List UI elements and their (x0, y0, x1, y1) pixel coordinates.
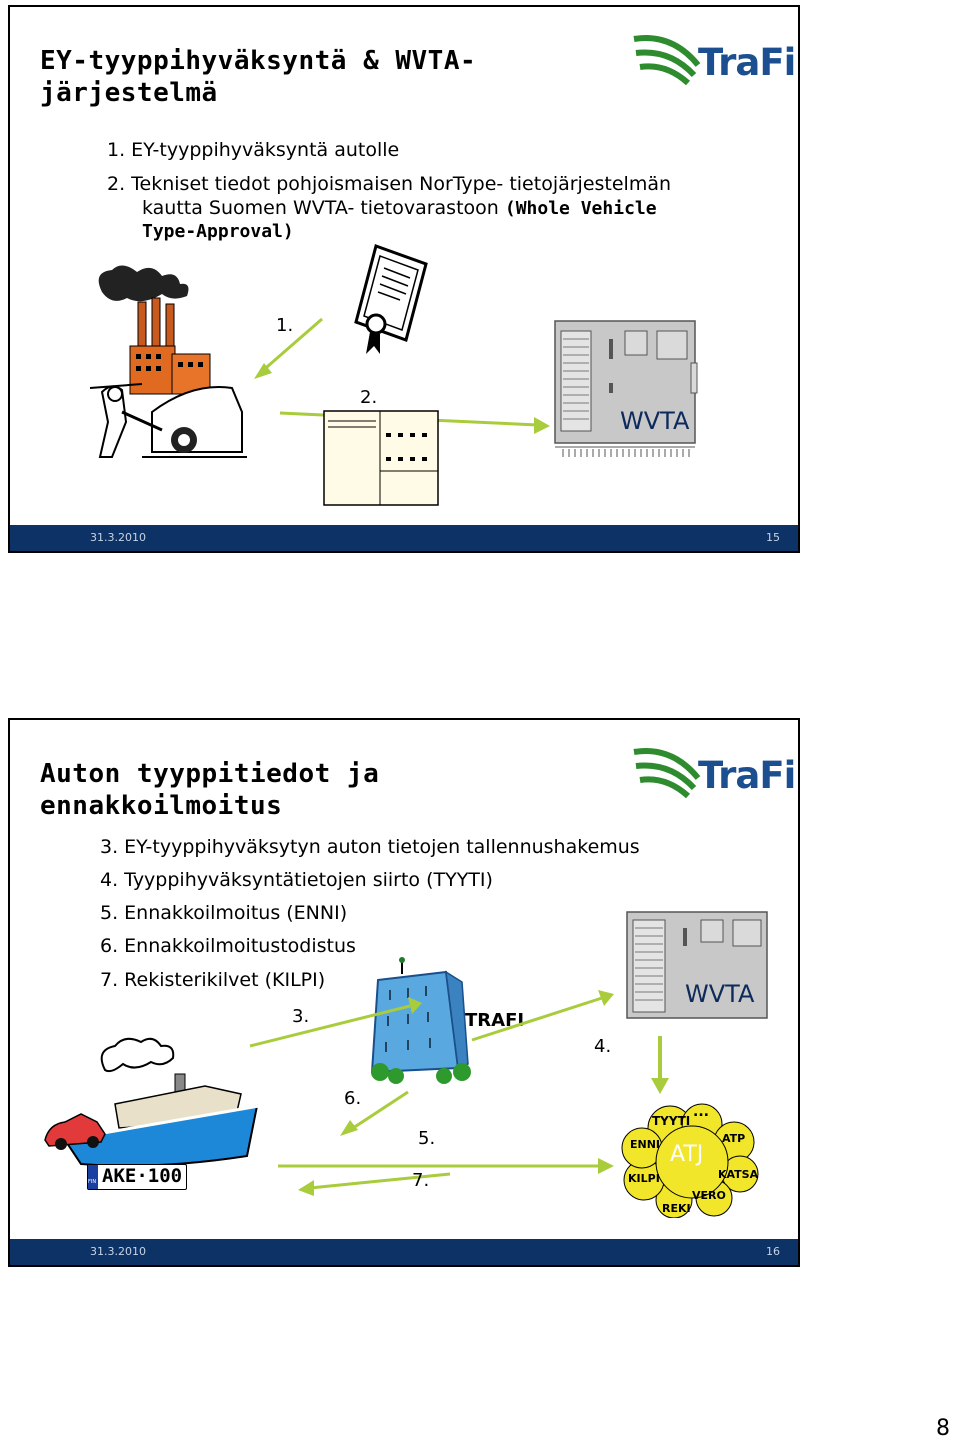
arrow-5-head (598, 1158, 614, 1174)
cloud-petals (621, 1103, 759, 1218)
trafi-building-icon (370, 957, 471, 1084)
footer-date: 31.3.2010 (90, 531, 146, 544)
cloud-label-katsa: KATSA (718, 1168, 759, 1181)
wvta-label: WVTA (620, 407, 690, 435)
arrow-3 (249, 1004, 411, 1048)
text-plain: kautta Suomen WVTA- tietovarastoon (142, 197, 505, 219)
arrow-7 (309, 1172, 451, 1190)
list-item: 6. Ennakkoilmoitustodistus (100, 935, 356, 957)
flow-arrows (249, 990, 669, 1196)
car-ferry-clipart-icon (44, 1037, 260, 1167)
step-label-4: 4. (594, 1036, 612, 1057)
arrow-6-head (340, 1120, 358, 1136)
list-item: 2. Tekniset tiedot pohjoismaisen NorType… (107, 173, 672, 195)
step-label-3: 3. (292, 1006, 310, 1027)
certificate-icon (354, 244, 428, 354)
slide-footer: 31.3.2010 16 (10, 1239, 798, 1265)
trafi-logo-text: TraFi (698, 754, 796, 797)
arrow-1 (259, 317, 323, 375)
wvta-system-icon (554, 320, 698, 457)
slide-15: EY-tyyppihyväksyntä & WVTA- järjestelmä … (8, 5, 800, 553)
atj-cloud: TYYTI ... ATP ENNI ATJ KATSA KILPI VERO … (610, 1100, 770, 1218)
text-bold: (Whole Vehicle (504, 198, 657, 219)
plate-country: FIN (88, 1179, 97, 1185)
wvta-system-icon (626, 911, 768, 1019)
slide-16: Auton tyyppitiedot ja ennakkoilmoitus Tr… (8, 718, 800, 1267)
trafi-logo-text: TraFi (698, 41, 796, 84)
footer-page: 16 (766, 1245, 780, 1258)
slide-title: Auton tyyppitiedot ja ennakkoilmoitus (40, 759, 380, 821)
footer-page: 15 (766, 531, 780, 544)
footer-date: 31.3.2010 (90, 1245, 146, 1258)
cloud-label-kilpi: KILPI (628, 1172, 660, 1185)
list-item: 4. Tyyppihyväksyntätietojen siirto (TYYT… (100, 869, 493, 891)
slide-footer: 31.3.2010 15 (10, 525, 798, 551)
plate-eu-band: FIN (88, 1165, 98, 1189)
list-item-continuation: kautta Suomen WVTA- tietovarastoon (Whol… (142, 196, 657, 221)
cloud-label-enni: ENNI (630, 1138, 661, 1151)
arrow-7-head (298, 1180, 314, 1196)
wvta-label: WVTA (685, 980, 755, 1008)
trafi-logo: TraFi (632, 31, 796, 91)
list-item-continuation: Type-Approval) (142, 221, 294, 242)
arrow-6 (349, 1090, 409, 1132)
trafi-swoosh-icon (633, 748, 701, 799)
step-label-5: 5. (418, 1128, 436, 1149)
cloud-label-atj: ATJ (670, 1142, 704, 1167)
trafi-label: TRAFI (465, 1010, 525, 1031)
slide-title: EY-tyyppihyväksyntä & WVTA- järjestelmä (40, 46, 477, 108)
plate-number: AKE·100 (102, 1165, 183, 1187)
list-item: 7. Rekisterikilvet (KILPI) (100, 969, 326, 991)
step-label-7: 7. (412, 1170, 430, 1191)
cloud-label-dots: ... (693, 1104, 709, 1120)
license-plate: FIN AKE·100 (87, 1164, 187, 1190)
computer-server-icon (323, 410, 439, 506)
cloud-label-reki: REKI (662, 1202, 691, 1215)
list-item: 3. EY-tyyppihyväksytyn auton tietojen ta… (100, 836, 640, 858)
arrow-4b-head (651, 1078, 669, 1094)
arrow-4-head (598, 990, 614, 1006)
cloud-label-tyyti: TYYTI (652, 1114, 691, 1128)
list-item: 1. EY-tyyppihyväksyntä autolle (107, 139, 400, 161)
arrow-1-head (254, 363, 272, 379)
step-label-2: 2. (360, 387, 378, 408)
step-label-1: 1. (276, 315, 294, 336)
arrow-2-head (534, 417, 550, 434)
page-number: 8 (936, 1416, 950, 1441)
arrow-4 (471, 996, 603, 1042)
trafi-logo: TraFi (632, 744, 796, 804)
cloud-label-vero: VERO (692, 1189, 726, 1202)
arrow-3-head (408, 997, 422, 1014)
cloud-label-atp: ATP (722, 1132, 746, 1145)
factory-car-clipart-icon (89, 265, 247, 458)
trafi-swoosh-icon (633, 35, 701, 86)
step-label-6: 6. (344, 1088, 362, 1109)
list-item: 5. Ennakkoilmoitus (ENNI) (100, 902, 348, 924)
